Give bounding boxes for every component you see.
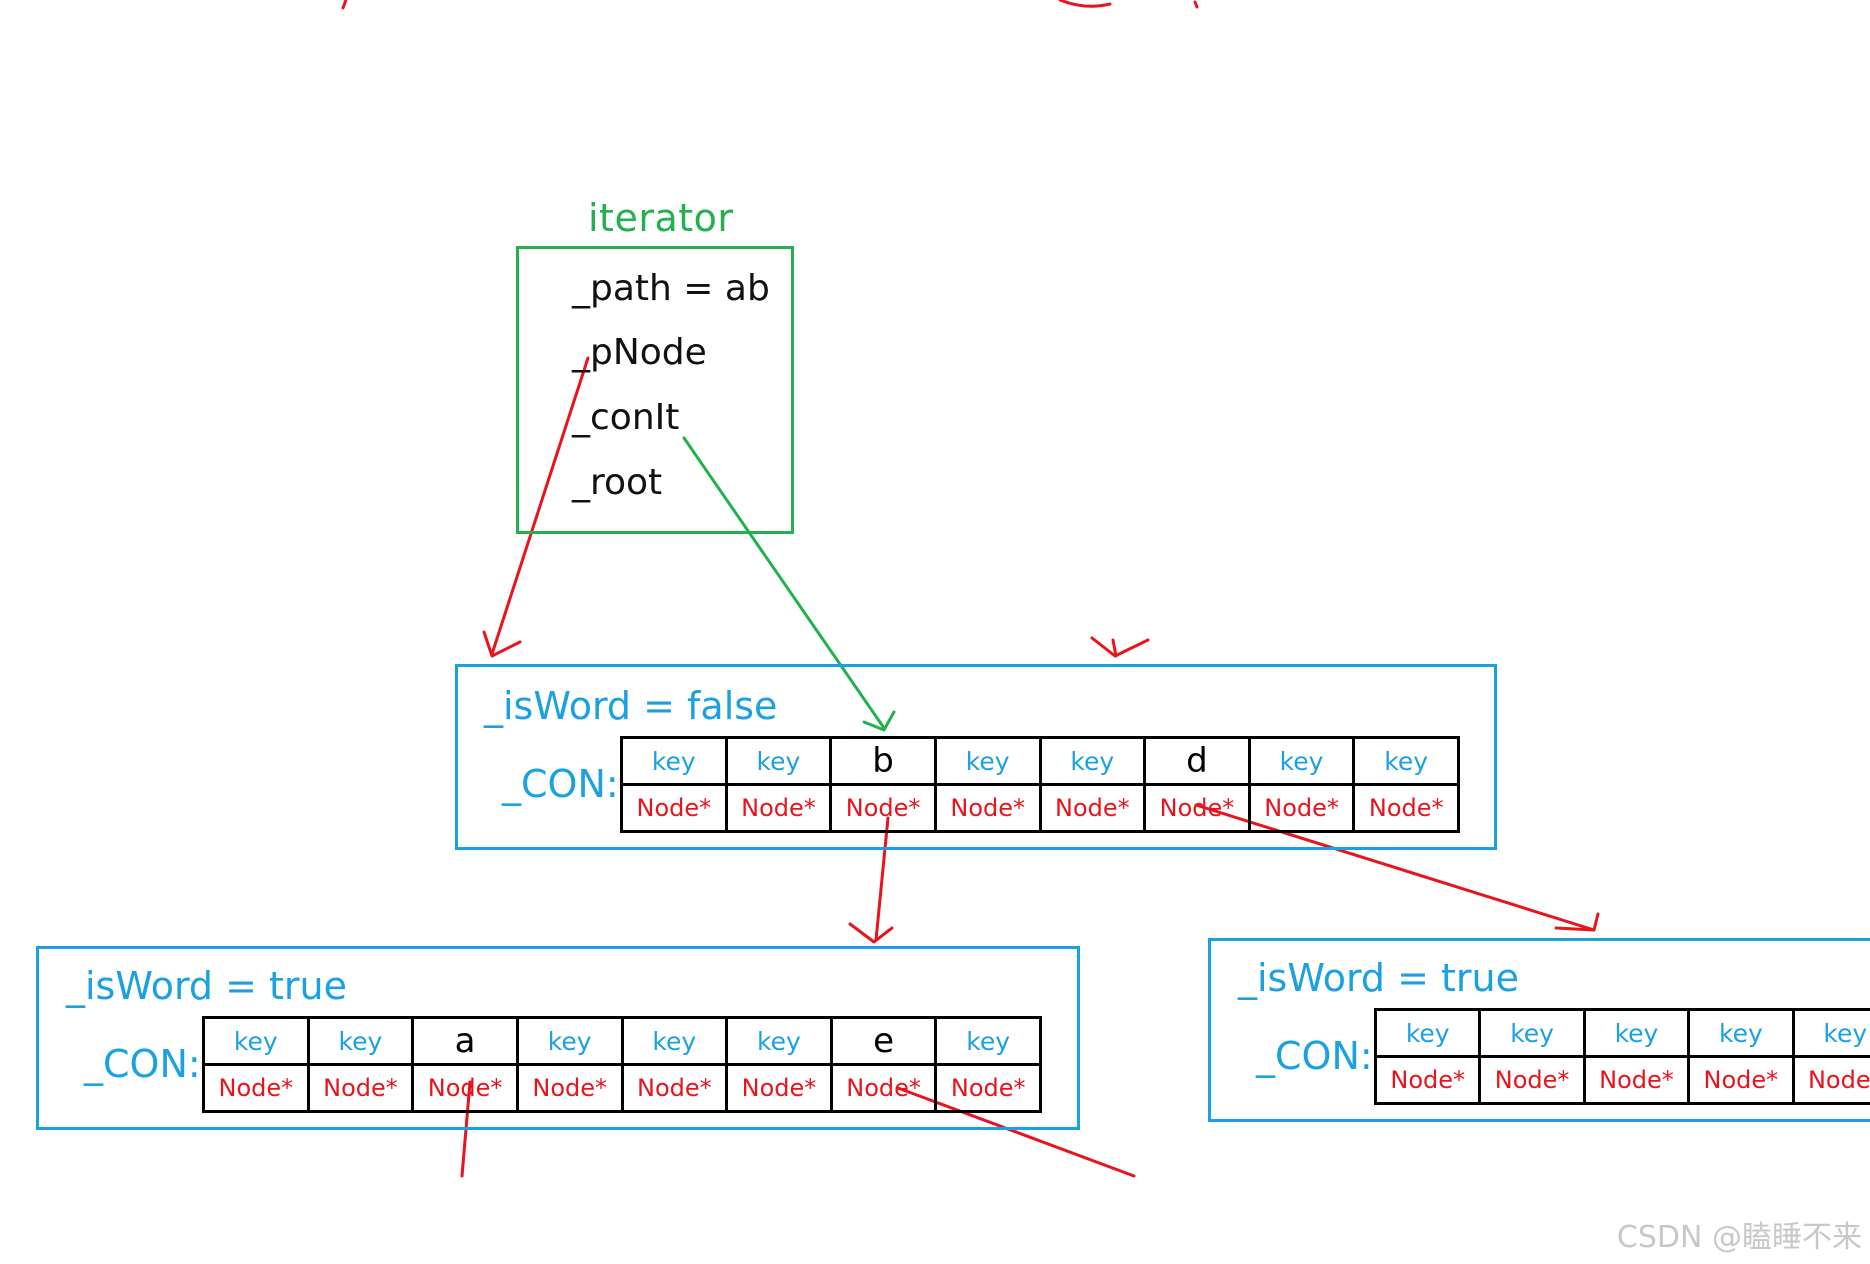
con-key-cell: key [515,1016,624,1066]
trie-node-b [36,946,1080,1130]
con-node-pointer-cell: Node* [1373,1055,1482,1105]
con-key-cell: key [1791,1008,1870,1058]
watermark: CSDN @瞌睡不来 [1616,1220,1862,1255]
con-node-pointer-cell: Node* [306,1063,415,1113]
con-key-cell: key [1352,736,1460,786]
con-key-cell: key [1582,1008,1691,1058]
con-node-pointer-cell: Node* [515,1063,624,1113]
stray-red-mark [1058,0,1112,8]
iterator-field-root: _root [572,462,663,503]
d-child-arrow-head [1554,912,1600,932]
con-key-cell: key [724,736,833,786]
con-key-cell: key [934,1016,1042,1066]
con-node-pointer-cell: Node* [829,783,937,833]
con-node-pointer-cell: Node* [1687,1055,1795,1105]
pnode-arrow [490,356,590,656]
con-key-cell: key [725,1016,833,1066]
con-letter-cell: d [1143,736,1251,786]
con-node-pointer-cell: Node* [1247,783,1356,833]
con-key-cell: key [202,1016,310,1066]
node-b-con-label: _CON: [84,1042,201,1086]
con-letter-cell: a [411,1016,519,1066]
con-node-pointer-cell: Node* [1478,1055,1586,1105]
con-key-cell: key [620,1016,729,1066]
b-child-arrow [874,816,890,942]
iterator-field-conit: _conIt [572,397,680,438]
iterator-title: iterator [588,196,734,240]
con-key-cell: key [1247,736,1356,786]
stray-red-mark [341,0,348,10]
node-d-isword: _isWord = true [1238,956,1520,1000]
con-node-pointer-cell: Node* [725,1063,833,1113]
b-child-arrow-head [848,922,894,944]
con-node-pointer-cell: Node* [620,783,728,833]
trie-node-d [1208,938,1870,1122]
con-node-pointer-cell: Node* [620,1063,729,1113]
node-root-isword: _isWord = false [484,684,778,728]
trie-node-root [455,664,1497,850]
con-key-cell: key [1038,736,1147,786]
con-key-cell: key [933,736,1042,786]
con-node-pointer-cell: Node* [933,783,1042,833]
pnode-arrow-head [482,630,522,658]
conit-arrow [682,436,886,730]
con-node-pointer-cell: Node* [202,1063,310,1113]
stray-arrowhead [1090,636,1150,658]
con-node-pointer-cell: Node* [1352,783,1460,833]
conit-arrow-head [862,710,896,732]
con-node-pointer-cell: Node* [1582,1055,1691,1105]
con-node-pointer-cell: Node* [934,1063,1042,1113]
con-key-cell: key [620,736,728,786]
con-letter-cell: b [829,736,937,786]
con-node-pointer-cell: Node* [411,1063,519,1113]
con-node-pointer-cell: Node* [829,1063,938,1113]
con-node-pointer-cell: Node* [1791,1055,1870,1105]
con-key-cell: key [1373,1008,1482,1058]
con-letter-cell: e [829,1016,938,1066]
con-node-pointer-cell: Node* [724,783,833,833]
iterator-box [516,246,794,534]
node-root-con-label: _CON: [502,762,619,806]
iterator-field-pnode: _pNode [572,332,707,373]
con-node-pointer-cell: Node* [1038,783,1147,833]
stray-red-mark [1193,0,1199,9]
stray-arrowhead-stem [1111,638,1118,658]
iterator-field-path: _path = ab [572,268,770,309]
con-key-cell: key [306,1016,415,1066]
node-b-isword: _isWord = true [66,964,348,1008]
node-d-con-label: _CON: [1256,1034,1373,1078]
con-node-pointer-cell: Node* [1143,783,1251,833]
con-key-cell: key [1478,1008,1586,1058]
con-key-cell: key [1687,1008,1795,1058]
